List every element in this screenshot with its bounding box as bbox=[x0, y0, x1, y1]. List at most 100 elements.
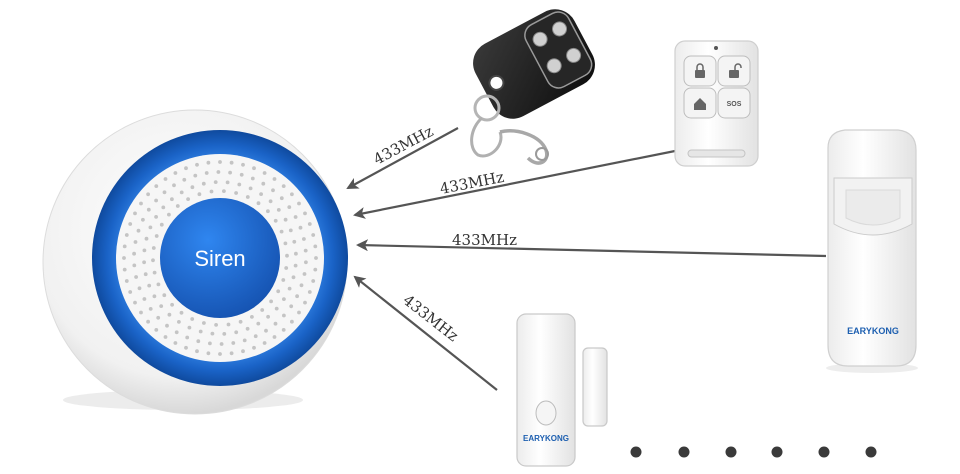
speaker-hole bbox=[148, 307, 153, 311]
speaker-hole bbox=[141, 217, 145, 222]
speaker-hole bbox=[154, 328, 159, 332]
speaker-hole bbox=[274, 306, 279, 311]
door-window-sensor: EARYKONG bbox=[516, 313, 608, 467]
speaker-hole bbox=[302, 237, 306, 241]
speaker-hole bbox=[122, 244, 127, 249]
speaker-hole bbox=[146, 207, 151, 212]
speaker-hole bbox=[276, 289, 281, 294]
speaker-hole bbox=[179, 190, 184, 195]
keyfob-button bbox=[566, 47, 582, 63]
speaker-hole bbox=[222, 332, 227, 336]
speaker-hole bbox=[167, 312, 172, 317]
speaker-hole bbox=[311, 233, 316, 237]
speaker-hole bbox=[311, 279, 316, 283]
pir-brand-logo: EARYKONG bbox=[847, 326, 899, 336]
speaker-hole bbox=[167, 212, 171, 217]
speaker-hole bbox=[143, 272, 148, 277]
speaker-hole bbox=[139, 201, 143, 206]
speaker-hole bbox=[250, 315, 254, 319]
ellipsis-dot bbox=[630, 446, 642, 458]
lock-icon bbox=[695, 63, 705, 78]
speaker-hole bbox=[282, 313, 286, 318]
speaker-hole bbox=[184, 345, 188, 350]
speaker-hole bbox=[295, 294, 299, 299]
speaker-hole bbox=[159, 222, 164, 227]
speaker-hole bbox=[241, 162, 245, 167]
speaker-hole bbox=[209, 189, 214, 194]
speaker-hole bbox=[291, 275, 296, 280]
black-keyfob bbox=[470, 9, 595, 165]
speaker-hole bbox=[253, 334, 258, 339]
speaker-hole bbox=[210, 331, 215, 336]
speaker-hole bbox=[132, 263, 137, 268]
speaker-hole bbox=[276, 208, 281, 212]
speaker-hole bbox=[179, 310, 184, 315]
speaker-hole bbox=[256, 321, 261, 326]
speaker-hole bbox=[165, 323, 169, 328]
speaker-hole bbox=[273, 218, 278, 223]
speaker-hole bbox=[272, 177, 277, 181]
speaker-hole bbox=[225, 180, 230, 185]
speaker-hole bbox=[184, 166, 188, 171]
speaker-hole bbox=[202, 321, 206, 325]
speaker-hole bbox=[173, 341, 178, 345]
door-sensor-button bbox=[535, 400, 557, 426]
ellipsis-dot bbox=[678, 446, 690, 458]
speaker-hole bbox=[239, 172, 244, 177]
speaker-hole bbox=[206, 351, 211, 356]
speaker-hole bbox=[170, 302, 175, 307]
speaker-hole bbox=[142, 297, 147, 301]
keyring bbox=[473, 94, 501, 122]
speaker-hole bbox=[241, 349, 245, 354]
speaker-hole bbox=[133, 240, 138, 244]
siren-device: Siren bbox=[42, 109, 348, 415]
speaker-hole bbox=[293, 263, 298, 268]
speaker-hole bbox=[294, 251, 298, 256]
more-devices-dots bbox=[630, 446, 877, 458]
speaker-hole bbox=[146, 319, 151, 324]
speaker-hole bbox=[152, 270, 157, 275]
speaker-hole bbox=[303, 211, 307, 216]
speaker-hole bbox=[186, 197, 191, 202]
speaker-hole bbox=[159, 304, 164, 308]
speaker-hole bbox=[208, 341, 212, 346]
speaker-hole bbox=[234, 330, 239, 335]
speaker-hole bbox=[279, 196, 284, 201]
speaker-hole bbox=[252, 345, 256, 350]
speaker-hole bbox=[134, 275, 139, 279]
speaker-hole bbox=[271, 188, 275, 193]
speaker-hole bbox=[206, 160, 211, 165]
speaker-hole bbox=[292, 239, 297, 244]
frequency-label-pir: 433MHz bbox=[452, 231, 517, 249]
speaker-hole bbox=[146, 192, 151, 197]
speaker-hole bbox=[307, 222, 312, 226]
speaker-hole bbox=[262, 171, 267, 175]
speaker-hole bbox=[163, 177, 168, 181]
signal-arrows bbox=[346, 127, 827, 391]
speaker-hole bbox=[259, 192, 263, 197]
speaker-hole bbox=[218, 352, 222, 356]
speaker-hole bbox=[190, 317, 195, 321]
speaker-hole bbox=[288, 228, 293, 233]
speaker-hole bbox=[285, 253, 289, 258]
speaker-hole bbox=[281, 278, 286, 282]
speaker-hole bbox=[195, 162, 199, 167]
speaker-hole bbox=[290, 192, 294, 197]
speaker-hole bbox=[122, 267, 127, 272]
speaker-hole bbox=[284, 266, 289, 270]
speaker-hole bbox=[174, 330, 179, 335]
door-sensor-main bbox=[516, 313, 576, 467]
ellipsis-dot bbox=[725, 446, 737, 458]
speaker-hole bbox=[297, 201, 301, 206]
siren-label: Siren bbox=[194, 246, 245, 271]
speaker-hole bbox=[213, 180, 218, 185]
door-sensor-brand-logo: EARYKONG bbox=[523, 434, 569, 443]
speaker-hole bbox=[154, 234, 159, 238]
speaker-hole bbox=[222, 189, 226, 194]
speaker-hole bbox=[162, 190, 167, 195]
speaker-hole bbox=[142, 260, 147, 265]
speaker-hole bbox=[196, 339, 201, 344]
speaker-hole bbox=[298, 225, 303, 230]
